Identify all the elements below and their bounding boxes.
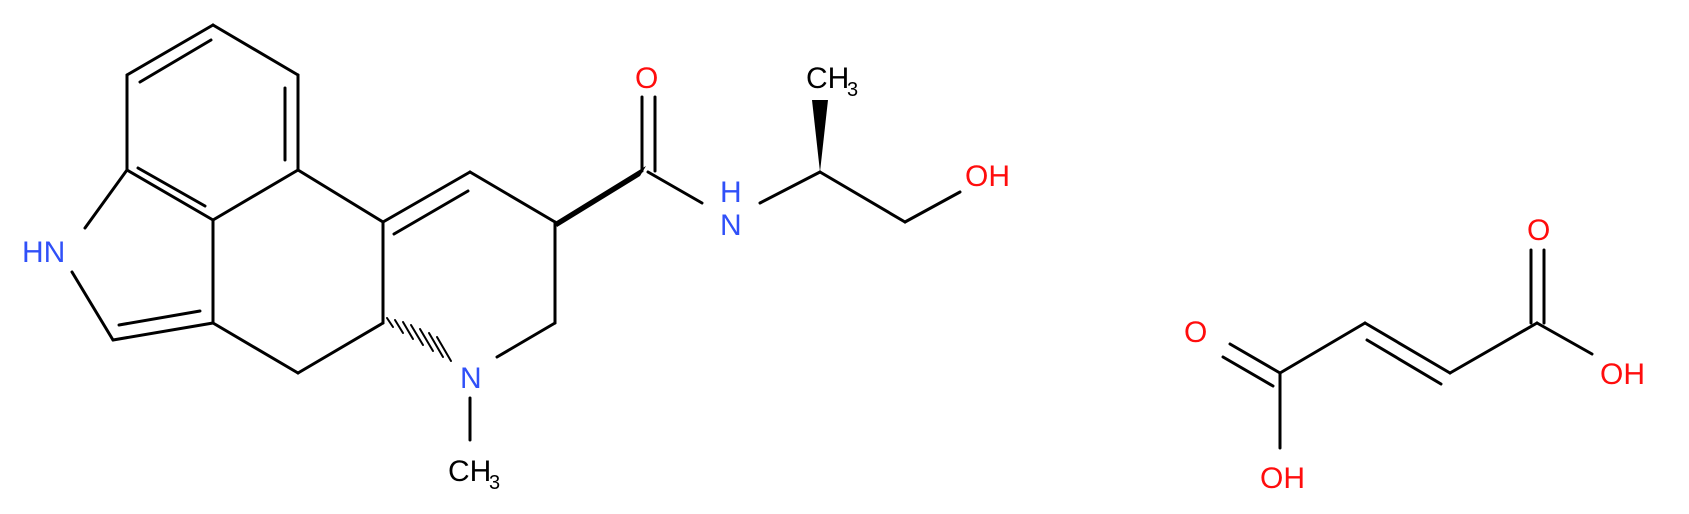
side-chain-bonds: [640, 95, 962, 224]
atom-label-hydroxyl: OH: [965, 160, 1010, 193]
atom-label-acid-oh2: OH: [1600, 358, 1645, 391]
atom-label-acid-oh1: OH: [1260, 462, 1305, 495]
solid-wedge-bond: [555, 166, 646, 227]
atom-label-side-methyl: CH: [806, 62, 849, 95]
atom-label-amide-h: H: [720, 176, 742, 209]
bond: [296, 168, 385, 224]
atom-label-n-methyl-subscript: 3: [489, 472, 500, 494]
bond: [211, 321, 300, 375]
bond: [111, 321, 215, 342]
bond: [70, 270, 115, 342]
bond: [125, 23, 215, 77]
bond: [138, 38, 213, 84]
bond: [392, 189, 470, 236]
atom-labels: HN N CH 3 O H N CH 3 OH O OH O OH: [22, 62, 1645, 495]
atom-label-n-ring: N: [460, 362, 482, 395]
bond: [903, 190, 962, 224]
atom-label-carbonyl-o: O: [635, 62, 658, 95]
atom-label-acid-o2: O: [1527, 214, 1550, 247]
bond: [1363, 321, 1452, 375]
bond: [83, 168, 129, 230]
bond: [1228, 342, 1282, 375]
bond: [646, 170, 704, 205]
bond: [117, 309, 202, 327]
bond: [296, 321, 385, 375]
bond: [1535, 321, 1594, 356]
atom-label-acid-o1: O: [1184, 316, 1207, 349]
atom-label-amide-n: N: [720, 209, 742, 242]
bond: [758, 170, 822, 205]
bond: [468, 170, 557, 224]
bond: [381, 170, 472, 224]
bond: [495, 321, 557, 359]
bond: [211, 23, 300, 77]
hashed-wedge-bond: [386, 317, 452, 362]
atom-label-n-methyl: CH: [448, 455, 491, 488]
bond: [211, 168, 300, 222]
atom-label-nh-indole: HN: [22, 236, 65, 269]
bond: [1448, 321, 1539, 375]
bond: [818, 170, 907, 224]
bond: [125, 168, 215, 222]
ergoline-bonds: [70, 23, 557, 442]
atom-label-side-methyl-subscript: 3: [847, 79, 858, 101]
solid-wedge-bond: [812, 100, 828, 172]
fumaric-acid-bonds: [1221, 248, 1594, 450]
bond: [1221, 355, 1275, 388]
bond: [136, 166, 207, 208]
bond: [1278, 321, 1367, 375]
bond: [1365, 338, 1443, 386]
